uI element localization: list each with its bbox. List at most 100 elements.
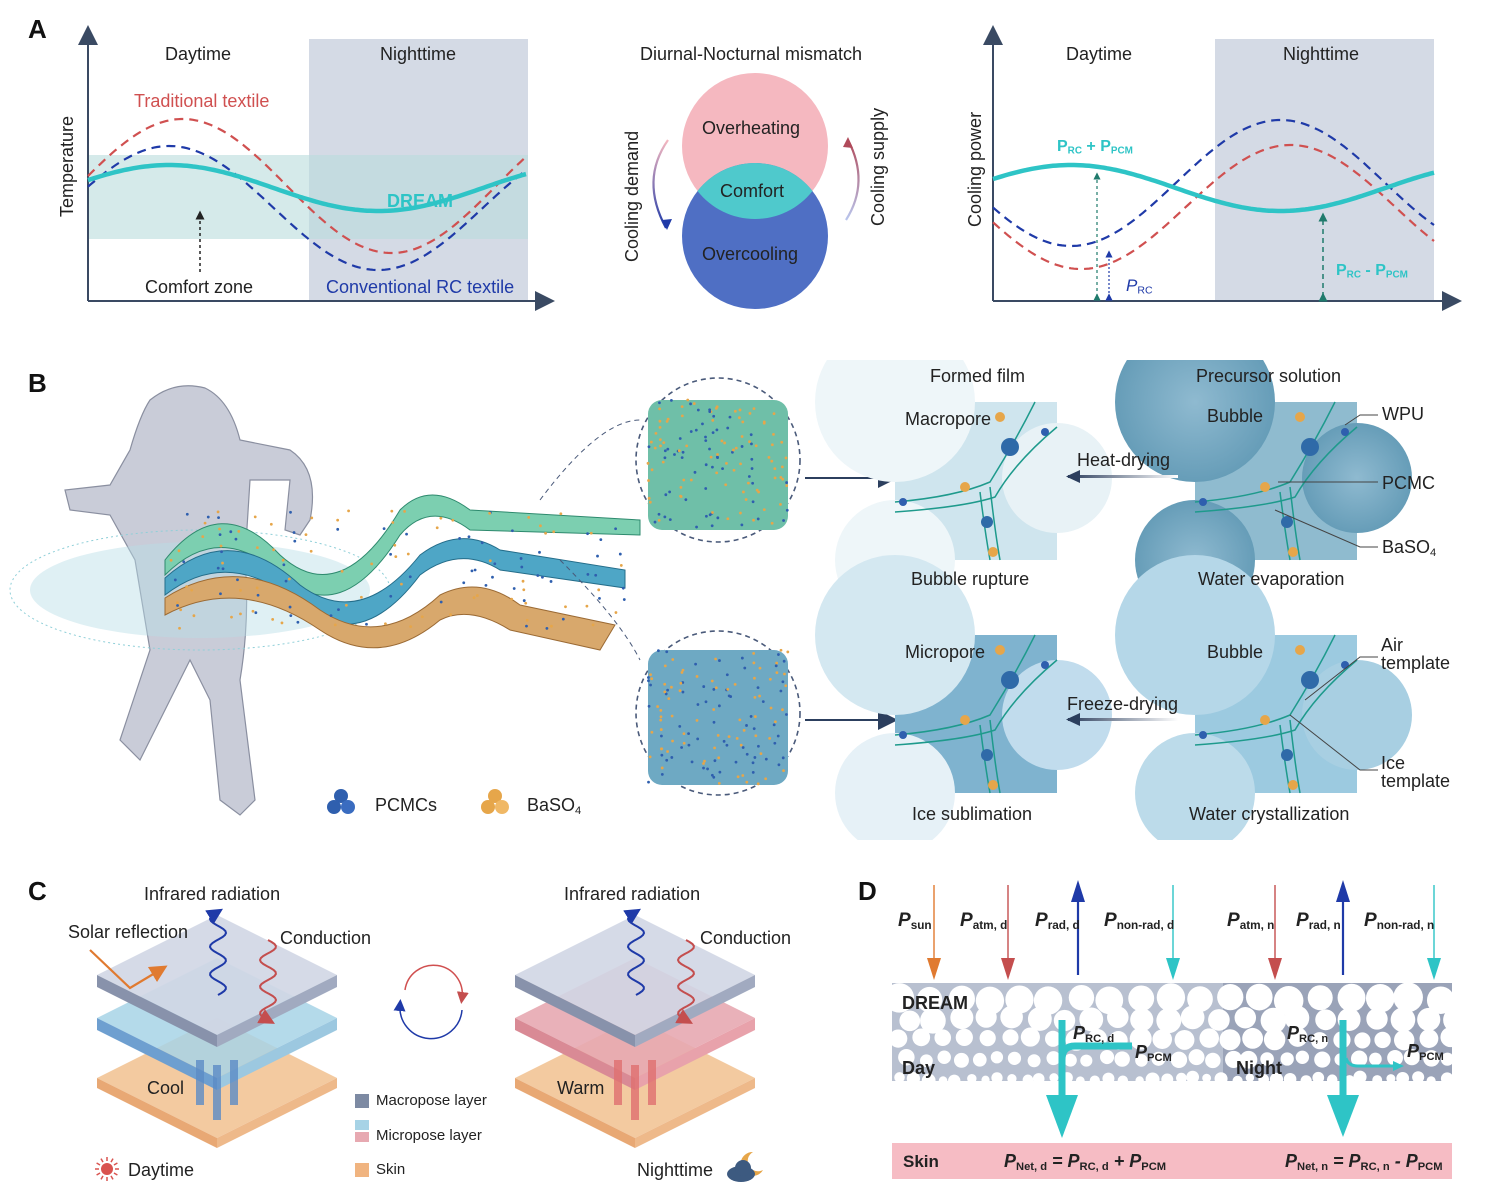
particle-dot	[182, 560, 186, 564]
particle-dot	[646, 461, 650, 465]
particle-dot	[389, 594, 393, 598]
particle-dot	[218, 527, 221, 531]
sun-ray	[96, 1162, 101, 1166]
particle-dot	[693, 470, 697, 474]
particle-dot	[653, 446, 657, 450]
particle-dot	[649, 683, 652, 687]
particle-dot	[420, 615, 424, 619]
particle-dot	[774, 664, 778, 668]
particle-dot	[758, 694, 761, 698]
pore	[1128, 985, 1155, 1012]
particle-dot	[740, 435, 744, 438]
cooling-demand-arrow	[652, 139, 669, 229]
particle-dot	[781, 756, 785, 760]
particle-dot	[756, 782, 760, 786]
particle-dot	[175, 601, 179, 605]
pore	[1022, 1074, 1034, 1081]
particle-dot	[614, 527, 618, 531]
particle-dot	[782, 659, 786, 663]
p-symbol: P	[1227, 910, 1240, 931]
particle-dot	[394, 555, 398, 559]
diff-power-label: PRC - PPCM	[1336, 262, 1408, 280]
pore	[972, 1052, 987, 1067]
particle-dot	[510, 597, 514, 601]
particle-dot	[686, 398, 690, 402]
particle-dot	[439, 600, 443, 604]
particle-dot	[772, 412, 776, 416]
p-atm-d-label: Patm, d	[960, 910, 1007, 932]
particle-dot	[736, 775, 740, 779]
particle-dot	[254, 611, 258, 615]
particle-dot	[287, 577, 291, 581]
particle-dot	[596, 554, 599, 558]
particle-dot	[217, 516, 220, 519]
day-layer-label: Day	[902, 1058, 936, 1078]
wpu-callout: WPU	[1382, 404, 1424, 424]
particle-dot	[775, 661, 779, 665]
particle-dot	[589, 531, 593, 535]
pore	[1174, 1029, 1195, 1050]
particle-dot	[712, 688, 716, 691]
dream-power-curve	[992, 162, 1435, 214]
prc-n-label: PRC, n	[1287, 1023, 1328, 1045]
pore	[1214, 1072, 1228, 1081]
particle-dot	[649, 440, 653, 444]
baso4-particle	[988, 780, 998, 790]
infrared-radiation-night-label: Infrared radiation	[564, 884, 701, 904]
daytime-label-right: Daytime	[1066, 44, 1133, 64]
particle-dot	[704, 514, 708, 518]
particle-dot	[753, 756, 757, 759]
particle-dot	[770, 521, 774, 525]
particle-dot	[777, 763, 781, 767]
ice-template-callout: Ice template	[1381, 753, 1451, 791]
particle-dot	[685, 444, 689, 448]
particle-dot	[282, 563, 286, 567]
sun-ray	[110, 1158, 114, 1163]
particle-dot	[292, 531, 296, 534]
particle-dot	[451, 518, 455, 522]
pore	[1063, 1053, 1077, 1067]
particle-dot	[716, 453, 719, 456]
macropore-label: Macropore	[905, 409, 992, 429]
particle-dot	[201, 535, 205, 539]
pore	[1187, 986, 1213, 1012]
overcooling-label: Overcooling	[702, 244, 799, 264]
p-symbol: P	[1348, 1151, 1361, 1171]
particle-dot	[746, 481, 750, 485]
particle-dot	[743, 666, 747, 670]
baso4-particle	[960, 715, 970, 725]
particle-dot	[591, 623, 595, 627]
particle-dot	[336, 527, 340, 531]
particle-dot	[185, 512, 189, 516]
particle-dot	[218, 533, 222, 537]
particle-dot	[221, 561, 224, 565]
pore	[1032, 1073, 1045, 1081]
particle-dot	[559, 512, 563, 516]
particle-dot	[696, 737, 700, 741]
particle-dot	[269, 522, 273, 526]
particle-dot	[658, 419, 662, 423]
warm-label: Warm	[557, 1078, 605, 1098]
particle-dot	[770, 459, 774, 463]
particle-dot	[344, 603, 348, 607]
particle-dot	[185, 585, 189, 589]
particle-dot	[673, 453, 676, 456]
particle-dot	[732, 448, 735, 452]
traditional-textile-curve	[87, 117, 527, 255]
pore	[1245, 983, 1273, 1011]
particle-dot	[755, 488, 759, 492]
particle-dot	[713, 746, 716, 750]
particle-dot	[618, 552, 622, 556]
particle-dot	[680, 456, 684, 460]
heat-drying-label: Heat-drying	[1077, 450, 1171, 470]
particle-dot	[337, 608, 340, 612]
particle-dot	[403, 509, 406, 513]
particle-dot	[704, 463, 708, 467]
particle-dot	[694, 662, 697, 666]
p-symbol: P	[1004, 1151, 1017, 1171]
particle-dot	[762, 421, 766, 425]
cool-label: Cool	[147, 1078, 185, 1098]
particle-dot	[786, 650, 790, 654]
particle-dot	[289, 614, 293, 618]
plus-op: +	[1081, 138, 1101, 155]
